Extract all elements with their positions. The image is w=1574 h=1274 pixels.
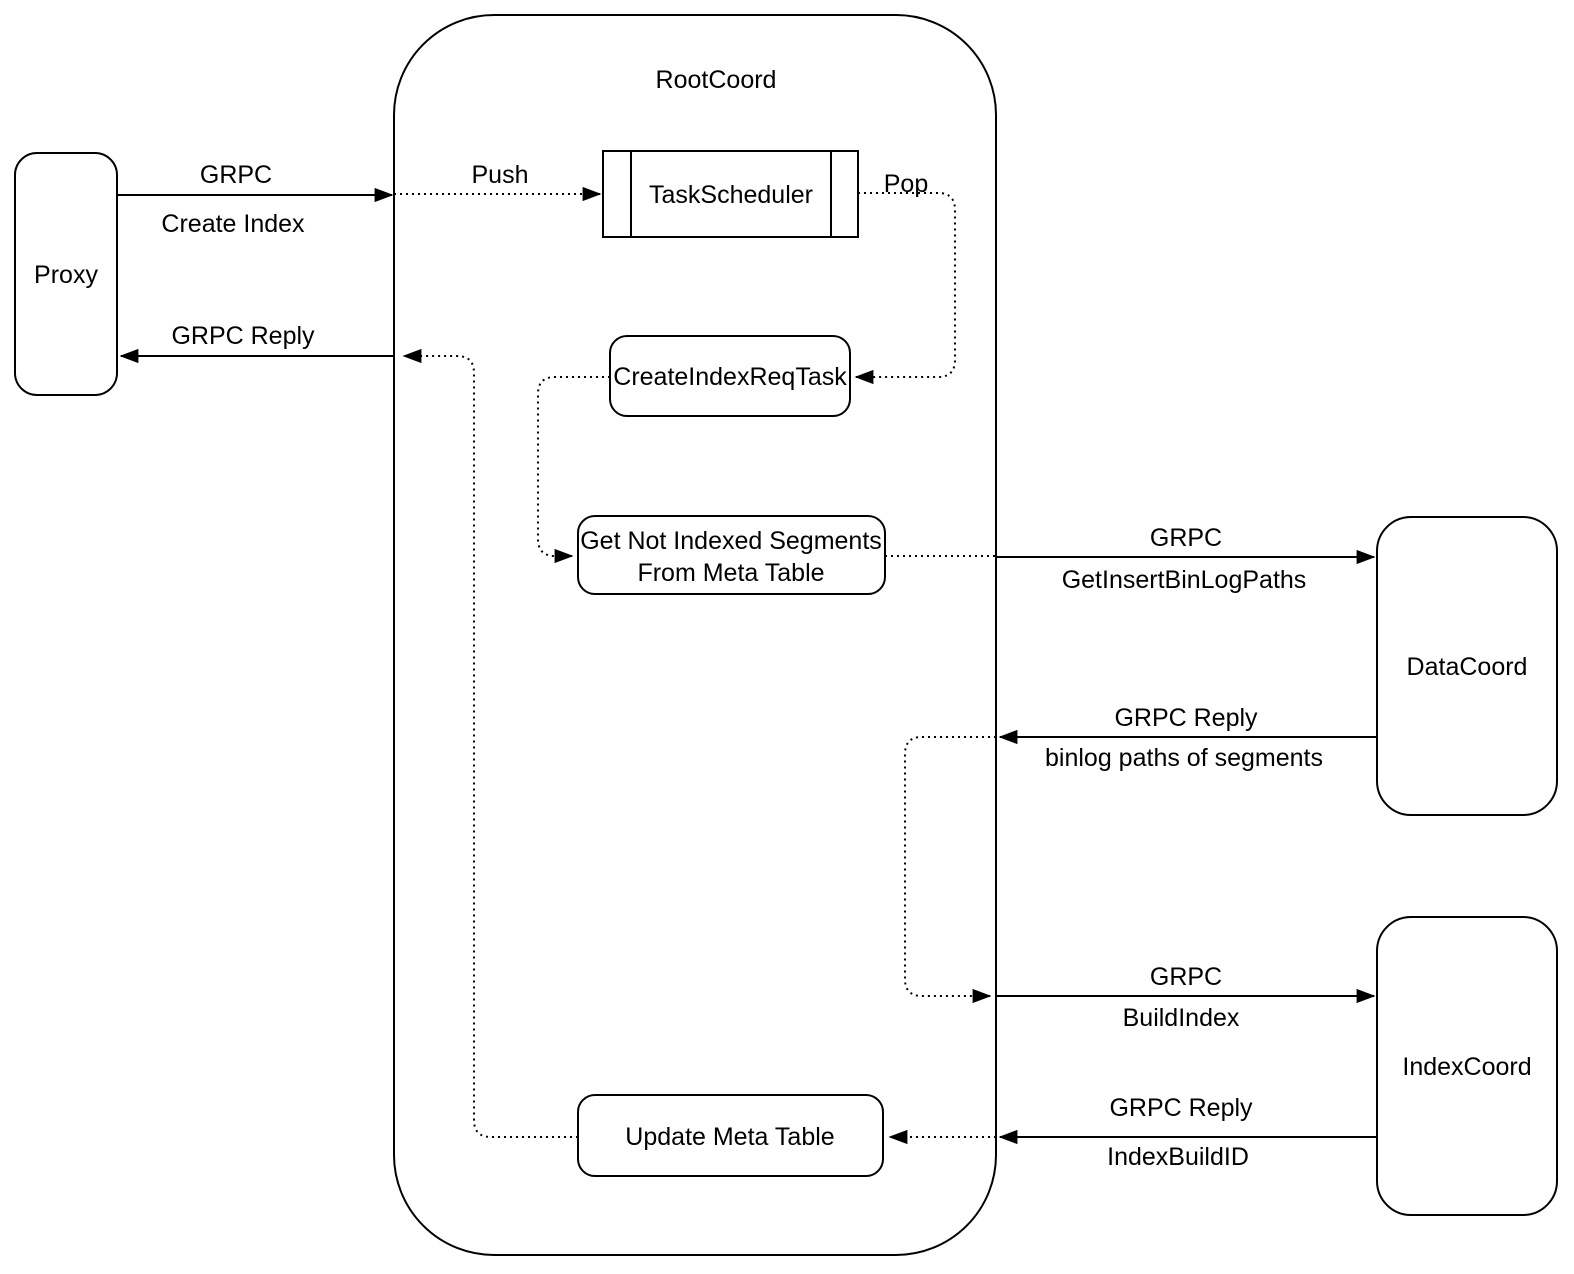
edge-index-reply-operation-label: IndexBuildID [1107, 1143, 1249, 1171]
edge-binlog-reply-operation-label: binlog paths of segments [1045, 744, 1323, 772]
data-coord-node [1376, 516, 1558, 816]
edge-get-insert-binlog-protocol-label: GRPC [1150, 524, 1222, 552]
root-coord-label: RootCoord [656, 66, 777, 94]
update-meta-table-node [577, 1094, 884, 1177]
edge-build-index-protocol-label: GRPC [1150, 963, 1222, 991]
edge-pop-label: Pop [884, 170, 928, 198]
root-coord-container [393, 14, 997, 1256]
task-scheduler-node [602, 150, 859, 238]
edge-push-label: Push [472, 161, 529, 189]
get-not-indexed-segments-label-line1: Get Not Indexed Segments [580, 527, 882, 555]
edge-create-index-operation-label: Create Index [161, 210, 305, 238]
edge-create-index-protocol-label: GRPC [200, 161, 272, 189]
task-scheduler-label: TaskScheduler [649, 181, 813, 209]
edge-grpc-reply-label: GRPC Reply [171, 322, 315, 350]
create-index-req-task-label: CreateIndexReqTask [613, 363, 847, 391]
edge-build-index-operation-label: BuildIndex [1123, 1004, 1240, 1032]
index-coord-node [1376, 916, 1558, 1216]
edge-get-insert-binlog-operation-label: GetInsertBinLogPaths [1062, 566, 1307, 594]
edge-pop [854, 192, 956, 385]
get-not-indexed-segments-label-line2: From Meta Table [637, 559, 824, 587]
edge-req-task-to-get-segments [537, 376, 610, 564]
edge-update-meta-to-reply [402, 348, 578, 1138]
proxy-label: Proxy [34, 261, 98, 289]
edge-index-reply-protocol-label: GRPC Reply [1109, 1094, 1253, 1122]
proxy-node [14, 152, 118, 396]
edge-binlog-reply-protocol-label: GRPC Reply [1114, 704, 1258, 732]
index-coord-label: IndexCoord [1402, 1053, 1531, 1081]
data-coord-label: DataCoord [1407, 653, 1528, 681]
update-meta-table-label: Update Meta Table [625, 1123, 834, 1151]
